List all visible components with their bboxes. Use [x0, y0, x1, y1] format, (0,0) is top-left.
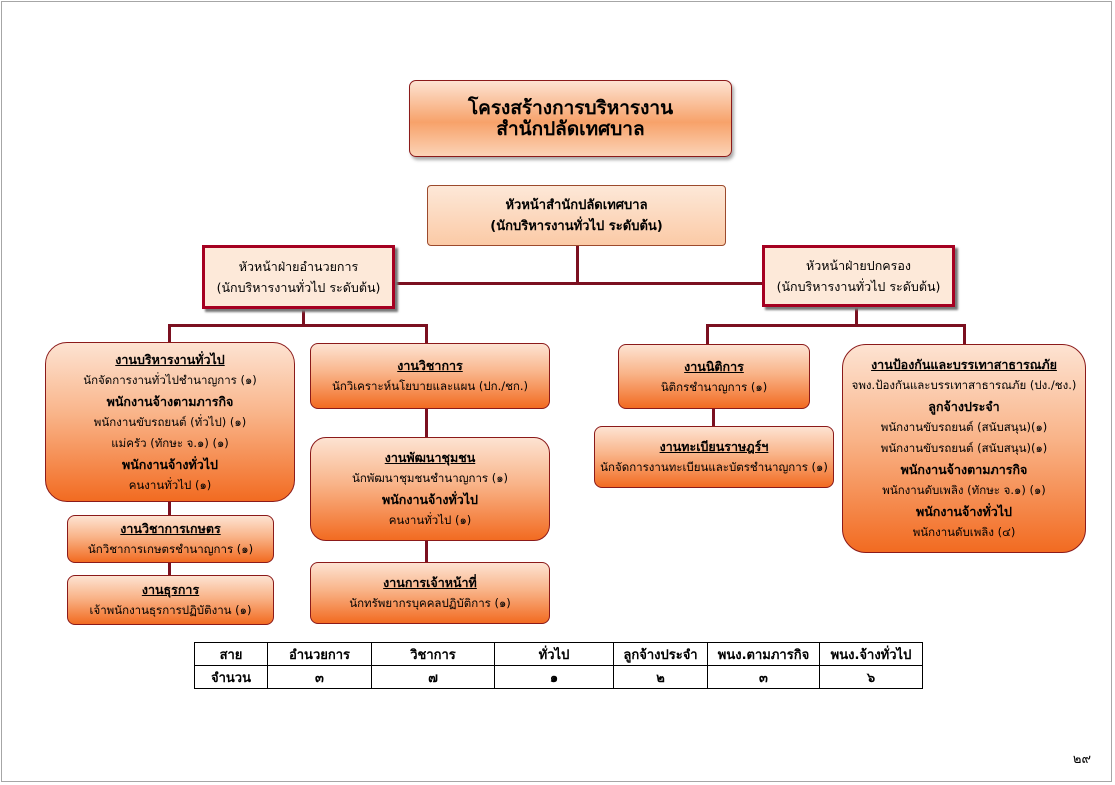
summary-count-cell: จำนวน: [194, 665, 268, 689]
general-admin-line: พนักงานขับรถยนต์ (ทั่วไป) (๑): [93, 414, 247, 429]
community-box: งานพัฒนาชุมชน นักพัฒนาชุมชนชำนาญการ (๑) …: [310, 437, 550, 541]
summary-count-row: จำนวน ๓ ๗ ๑ ๒ ๓ ๖: [194, 665, 923, 689]
connector: [168, 562, 171, 576]
disaster-line: จพง.ป้องกันและบรรเทาสาธารณภัย (ปง./ชง.): [851, 378, 1077, 392]
connector: [425, 408, 428, 438]
connector: [302, 309, 305, 326]
personnel-heading: งานการเจ้าหน้าที่: [383, 575, 477, 590]
summary-header-row: สาย อำนวยการ วิชาการ ทั่วไป ลูกจ้างประจำ…: [194, 642, 923, 666]
connector: [425, 324, 428, 344]
summary-header-cell: สาย: [194, 642, 268, 666]
summary-header-cell: ลูกจ้างประจำ: [613, 642, 708, 666]
agri-box: งานวิชาการเกษตร นักวิชาการเกษตรชำนาญการ …: [67, 515, 274, 563]
summary-count-cell: ๓: [707, 665, 820, 689]
disaster-line: พนักงานดับเพลิง (ทักษะ จ.๑) (๑): [882, 483, 1046, 497]
connector: [168, 324, 428, 327]
registration-heading: งานทะเบียนราษฎร์ฯ: [659, 439, 769, 454]
community-line: นักพัฒนาชุมชนชำนาญการ (๑): [351, 471, 509, 485]
disaster-line: พนักงานขับรถยนต์ (สนับสนุน)(๑): [880, 441, 1048, 455]
left-division-title: หัวหน้าฝ่ายอำนวยการ: [238, 259, 359, 274]
summary-count-cell: ๖: [819, 665, 923, 689]
page-number: ๒๙: [1072, 752, 1091, 767]
connector: [425, 540, 428, 563]
disaster-line: พนักงานดับเพลิง (๔): [912, 525, 1016, 539]
summary-table: สาย อำนวยการ วิชาการ ทั่วไป ลูกจ้างประจำ…: [194, 642, 923, 689]
community-line: คนงานทั่วไป (๑): [388, 513, 472, 527]
academic-line: นักวิเคราะห์นโยบายและแผน (ปก./ชก.): [331, 379, 529, 393]
disaster-box: งานป้องกันและบรรเทาสาธารณภัย จพง.ป้องกัน…: [842, 344, 1086, 553]
summary-count-cell: ๒: [613, 665, 708, 689]
head-title: หัวหน้าสำนักปลัดเทศบาล: [505, 197, 648, 213]
general-admin-group: พนักงานจ้างทั่วไป: [122, 456, 218, 472]
summary-count-cell: ๓: [267, 665, 372, 689]
agri-line: นักวิชาการเกษตรชำนาญการ (๑): [87, 542, 254, 556]
academic-heading: งานวิชาการ: [397, 358, 463, 373]
left-division-box: หัวหน้าฝ่ายอำนวยการ (นักบริหารงานทั่วไป …: [202, 245, 395, 309]
general-admin-line: นักจัดการงานทั่วไปชำนาญการ (๑): [83, 372, 257, 387]
connector: [855, 307, 858, 326]
summary-header-cell: อำนวยการ: [267, 642, 372, 666]
general-admin-box: งานบริหารงานทั่วไป นักจัดการงานทั่วไปชำน…: [45, 342, 295, 502]
disaster-group: ลูกจ้างประจำ: [928, 399, 1000, 414]
disaster-group: พนักงานจ้างตามภารกิจ: [900, 462, 1028, 477]
personnel-line: นักทรัพยากรบุคคลปฏิบัติการ (๑): [349, 596, 511, 610]
general-admin-group: พนักงานจ้างตามภารกิจ: [106, 393, 234, 409]
general-admin-line: แม่ครัว (ทักษะ จ.๑) (๑): [111, 435, 229, 450]
connector: [576, 245, 579, 284]
chart-title: โครงสร้างการบริหารงาน สำนักปลัดเทศบาล: [409, 80, 732, 157]
legal-line: นิติกรชำนาญการ (๑): [660, 379, 768, 394]
title-line-2: สำนักปลัดเทศบาล: [496, 117, 645, 140]
academic-box: งานวิชาการ นักวิเคราะห์นโยบายและแผน (ปก.…: [310, 343, 550, 409]
connector: [712, 408, 715, 427]
connector: [963, 324, 966, 345]
disaster-line: พนักงานขับรถยนต์ (สนับสนุน)(๑): [880, 420, 1048, 434]
connector: [168, 324, 171, 343]
connector: [168, 500, 171, 516]
community-heading: งานพัฒนาชุมชน: [384, 450, 476, 465]
disaster-heading: งานป้องกันและบรรเทาสาธารณภัย: [871, 357, 1057, 372]
connector: [706, 324, 966, 327]
summary-header-cell: ทั่วไป: [494, 642, 614, 666]
general-admin-heading: งานบริหารงานทั่วไป: [115, 351, 225, 367]
legal-box: งานนิติการ นิติกรชำนาญการ (๑): [618, 344, 810, 409]
summary-count-cell: ๑: [494, 665, 614, 689]
registration-box: งานทะเบียนราษฎร์ฯ นักจัดการงานทะเบียนและ…: [594, 426, 834, 488]
head-position: (นักบริหารงานทั่วไป ระดับต้น): [490, 218, 663, 234]
right-division-position: (นักบริหารงานทั่วไป ระดับต้น): [776, 279, 941, 294]
left-division-position: (นักบริหารงานทั่วไป ระดับต้น): [216, 280, 381, 295]
head-box: หัวหน้าสำนักปลัดเทศบาล (นักบริหารงานทั่ว…: [427, 185, 726, 246]
summary-header-cell: พนง.จ้างทั่วไป: [819, 642, 923, 666]
right-division-box: หัวหน้าฝ่ายปกครอง (นักบริหารงานทั่วไป ระ…: [762, 245, 955, 307]
legal-heading: งานนิติการ: [684, 358, 744, 374]
connector: [706, 324, 709, 345]
registration-line: นักจัดการงานทะเบียนและบัตรชำนาญการ (๑): [600, 460, 828, 474]
clerical-heading: งานธุรการ: [141, 582, 200, 597]
disaster-group: พนักงานจ้างทั่วไป: [916, 504, 1012, 519]
agri-heading: งานวิชาการเกษตร: [120, 521, 221, 536]
summary-count-cell: ๗: [371, 665, 495, 689]
right-division-title: หัวหน้าฝ่ายปกครอง: [806, 258, 911, 273]
personnel-box: งานการเจ้าหน้าที่ นักทรัพยากรบุคคลปฏิบัต…: [310, 562, 550, 624]
general-admin-line: คนงานทั่วไป (๑): [128, 477, 212, 492]
connector: [393, 282, 763, 285]
clerical-line: เจ้าพนักงานธุรการปฏิบัติงาน (๑): [89, 603, 252, 617]
community-group: พนักงานจ้างทั่วไป: [382, 492, 478, 507]
clerical-box: งานธุรการ เจ้าพนักงานธุรการปฏิบัติงาน (๑…: [67, 575, 274, 625]
summary-header-cell: วิชาการ: [371, 642, 495, 666]
summary-header-cell: พนง.ตามภารกิจ: [707, 642, 820, 666]
title-line-1: โครงสร้างการบริหารงาน: [467, 96, 674, 119]
